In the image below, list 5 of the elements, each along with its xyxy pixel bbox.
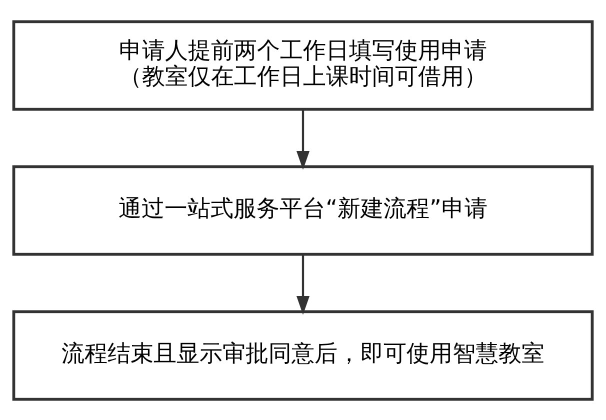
arrow (296, 254, 310, 314)
node-box: 通过一站式服务平台“新建流程”申请 (12, 164, 594, 256)
arrow (296, 109, 310, 170)
node-box: 申请人提前两个工作日填写使用申请 （教室仅在工作日上课时间可借用） (12, 20, 594, 110)
node-box: 流程结束且显示审批同意后，即可使用智慧教室 (12, 310, 594, 400)
